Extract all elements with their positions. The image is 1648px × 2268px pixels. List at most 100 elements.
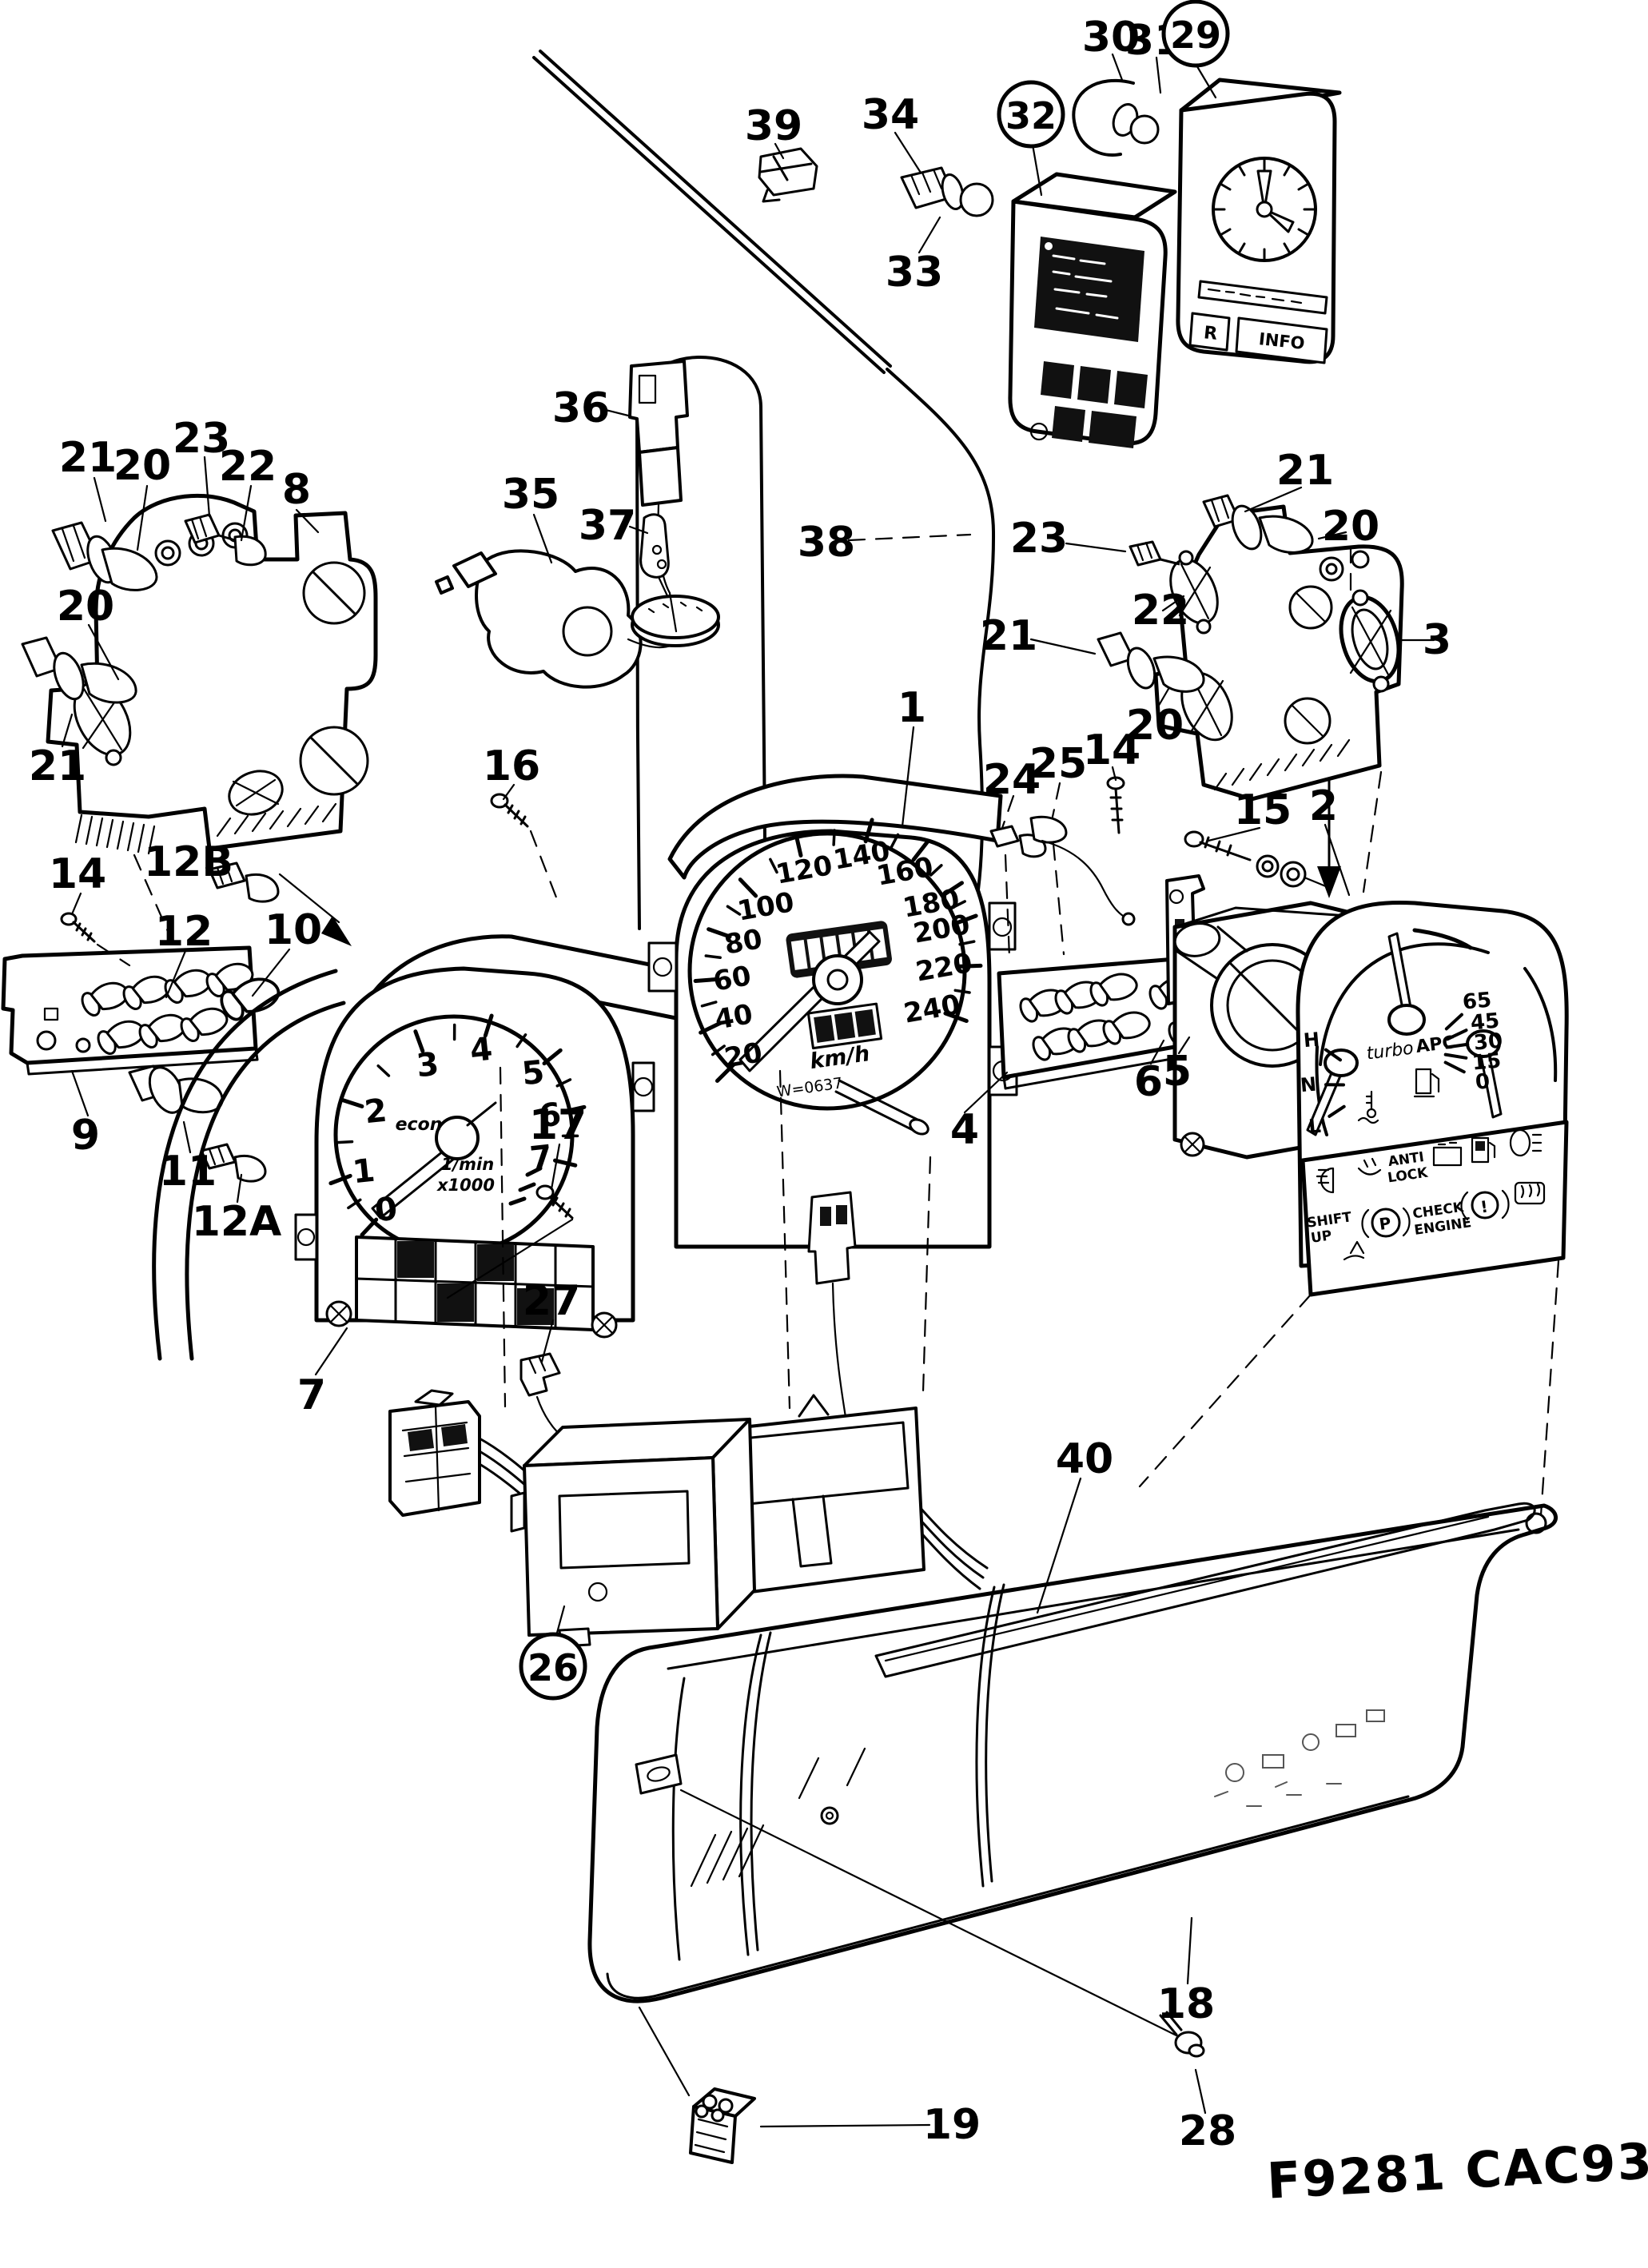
temp-icon (1357, 1090, 1379, 1124)
svg-text:33: 33 (886, 249, 943, 296)
svg-text:25: 25 (1029, 740, 1087, 788)
svg-text:3: 3 (415, 1046, 440, 1085)
svg-text:65: 65 (1462, 989, 1493, 1015)
callout-4: 4 (950, 1106, 979, 1154)
svg-text:20: 20 (113, 442, 171, 490)
callout-39: 39 (745, 102, 802, 150)
sensor-23-right (1129, 540, 1180, 567)
callout-19: 19 (923, 2101, 981, 2149)
svg-text:2: 2 (1309, 782, 1338, 830)
svg-text:18: 18 (1157, 1980, 1215, 2028)
svg-text:27: 27 (523, 1277, 580, 1325)
callout-12: 12 (155, 908, 213, 956)
clock-bulb-wire-30-31 (1072, 78, 1160, 157)
svg-text:39: 39 (745, 102, 802, 150)
callout-37: 37 (579, 502, 636, 550)
sensor-37-disc (631, 513, 720, 647)
svg-text:5: 5 (1163, 1048, 1192, 1096)
bulb-12B (208, 861, 280, 903)
svg-text:2: 2 (363, 1092, 388, 1132)
arrow-12b (321, 916, 352, 946)
svg-text:L: L (1308, 1115, 1322, 1138)
callout-3: 3 (1423, 616, 1451, 664)
callout-23: 23 (1010, 515, 1068, 563)
svg-text:29: 29 (1170, 14, 1221, 57)
screw-17 (446, 1184, 574, 1299)
lens-housing-18 (587, 1502, 1558, 2003)
callout-36: 36 (552, 384, 610, 432)
callout-22: 22 (1132, 587, 1189, 635)
clip-19 (638, 2006, 756, 2164)
svg-text:20: 20 (722, 1037, 765, 1075)
lcd-screen (1034, 237, 1144, 342)
svg-text:30: 30 (1473, 1029, 1504, 1056)
reset-button-label: R (1203, 323, 1219, 344)
clock-hands (1256, 169, 1295, 233)
drive-unit-26 (510, 1394, 926, 1648)
right-lamp-bracket (1153, 504, 1404, 802)
reset-shaft (834, 1079, 929, 1136)
callout-14: 14 (49, 850, 106, 898)
svg-text:0: 0 (1475, 1069, 1491, 1094)
callout-18: 18 (1157, 1980, 1215, 2028)
callout-17: 17 (529, 1101, 587, 1149)
bulb-holder-21-20-right (1202, 494, 1314, 554)
screw-14-left (60, 912, 96, 943)
screw-15 (1184, 830, 1333, 890)
callout-16: 16 (483, 742, 540, 790)
svg-text:15: 15 (1234, 786, 1292, 834)
svg-text:14: 14 (49, 850, 106, 898)
sid-display-module (1008, 172, 1177, 448)
callout-7: 7 (297, 1371, 326, 1419)
svg-text:21: 21 (980, 612, 1037, 660)
callout-12B: 12B (144, 838, 233, 886)
clock-module: R INFO (1176, 78, 1342, 364)
reset-button (1188, 312, 1231, 352)
svg-text:12: 12 (155, 908, 213, 956)
svg-text:21: 21 (29, 742, 86, 790)
callout-23: 23 (173, 415, 230, 463)
tachometer-unit_top: 1/min (441, 1155, 494, 1174)
info-button-label: INFO (1258, 329, 1306, 353)
cable-clip (758, 147, 818, 203)
callout-20: 20 (1126, 702, 1184, 750)
svg-text:21: 21 (1276, 447, 1334, 495)
svg-text:80: 80 (722, 923, 765, 961)
warning-panel: ANTI LOCK SHIFT UP P CHECK ENGINE ! (1300, 1120, 1569, 1297)
svg-text:21: 21 (59, 434, 117, 482)
callout-21: 21 (1276, 447, 1334, 495)
bulb-socket-33-34 (900, 166, 994, 217)
callout-27: 27 (523, 1277, 580, 1325)
fuel-pump-icon (1471, 1136, 1496, 1164)
svg-text:35: 35 (502, 471, 559, 519)
callout-21: 21 (29, 742, 86, 790)
sensor-24-25 (989, 815, 1136, 926)
callout-21: 21 (59, 434, 117, 482)
callout-33: 33 (886, 249, 943, 296)
callout-26: 26 (519, 1632, 587, 1701)
harness-connector-block (388, 1389, 481, 1517)
svg-text:37: 37 (579, 502, 636, 550)
callout-24: 24 (983, 756, 1041, 804)
svg-text:7: 7 (528, 1139, 554, 1178)
svg-text:5: 5 (520, 1054, 546, 1093)
svg-text:34: 34 (862, 91, 919, 139)
tachometer-econ_label: econ (396, 1115, 443, 1135)
up-label: UP (1310, 1228, 1333, 1246)
svg-text:22: 22 (1132, 587, 1189, 635)
mirrored-symbols (1214, 1709, 1385, 1807)
svg-text:15: 15 (1471, 1049, 1503, 1076)
screw-14-right (1106, 776, 1125, 834)
drawing-code: F9281 CAC93 (1265, 2131, 1648, 2210)
gasket-3 (1339, 589, 1401, 693)
svg-text:9: 9 (71, 1112, 100, 1160)
brake-warning-icon: ! (1460, 1189, 1510, 1221)
callout-35: 35 (502, 471, 559, 519)
panel-cutout-loop (635, 356, 767, 930)
screw-16 (490, 793, 529, 828)
shift-up-icon (1343, 1240, 1365, 1261)
callout-25: 25 (1029, 740, 1087, 788)
